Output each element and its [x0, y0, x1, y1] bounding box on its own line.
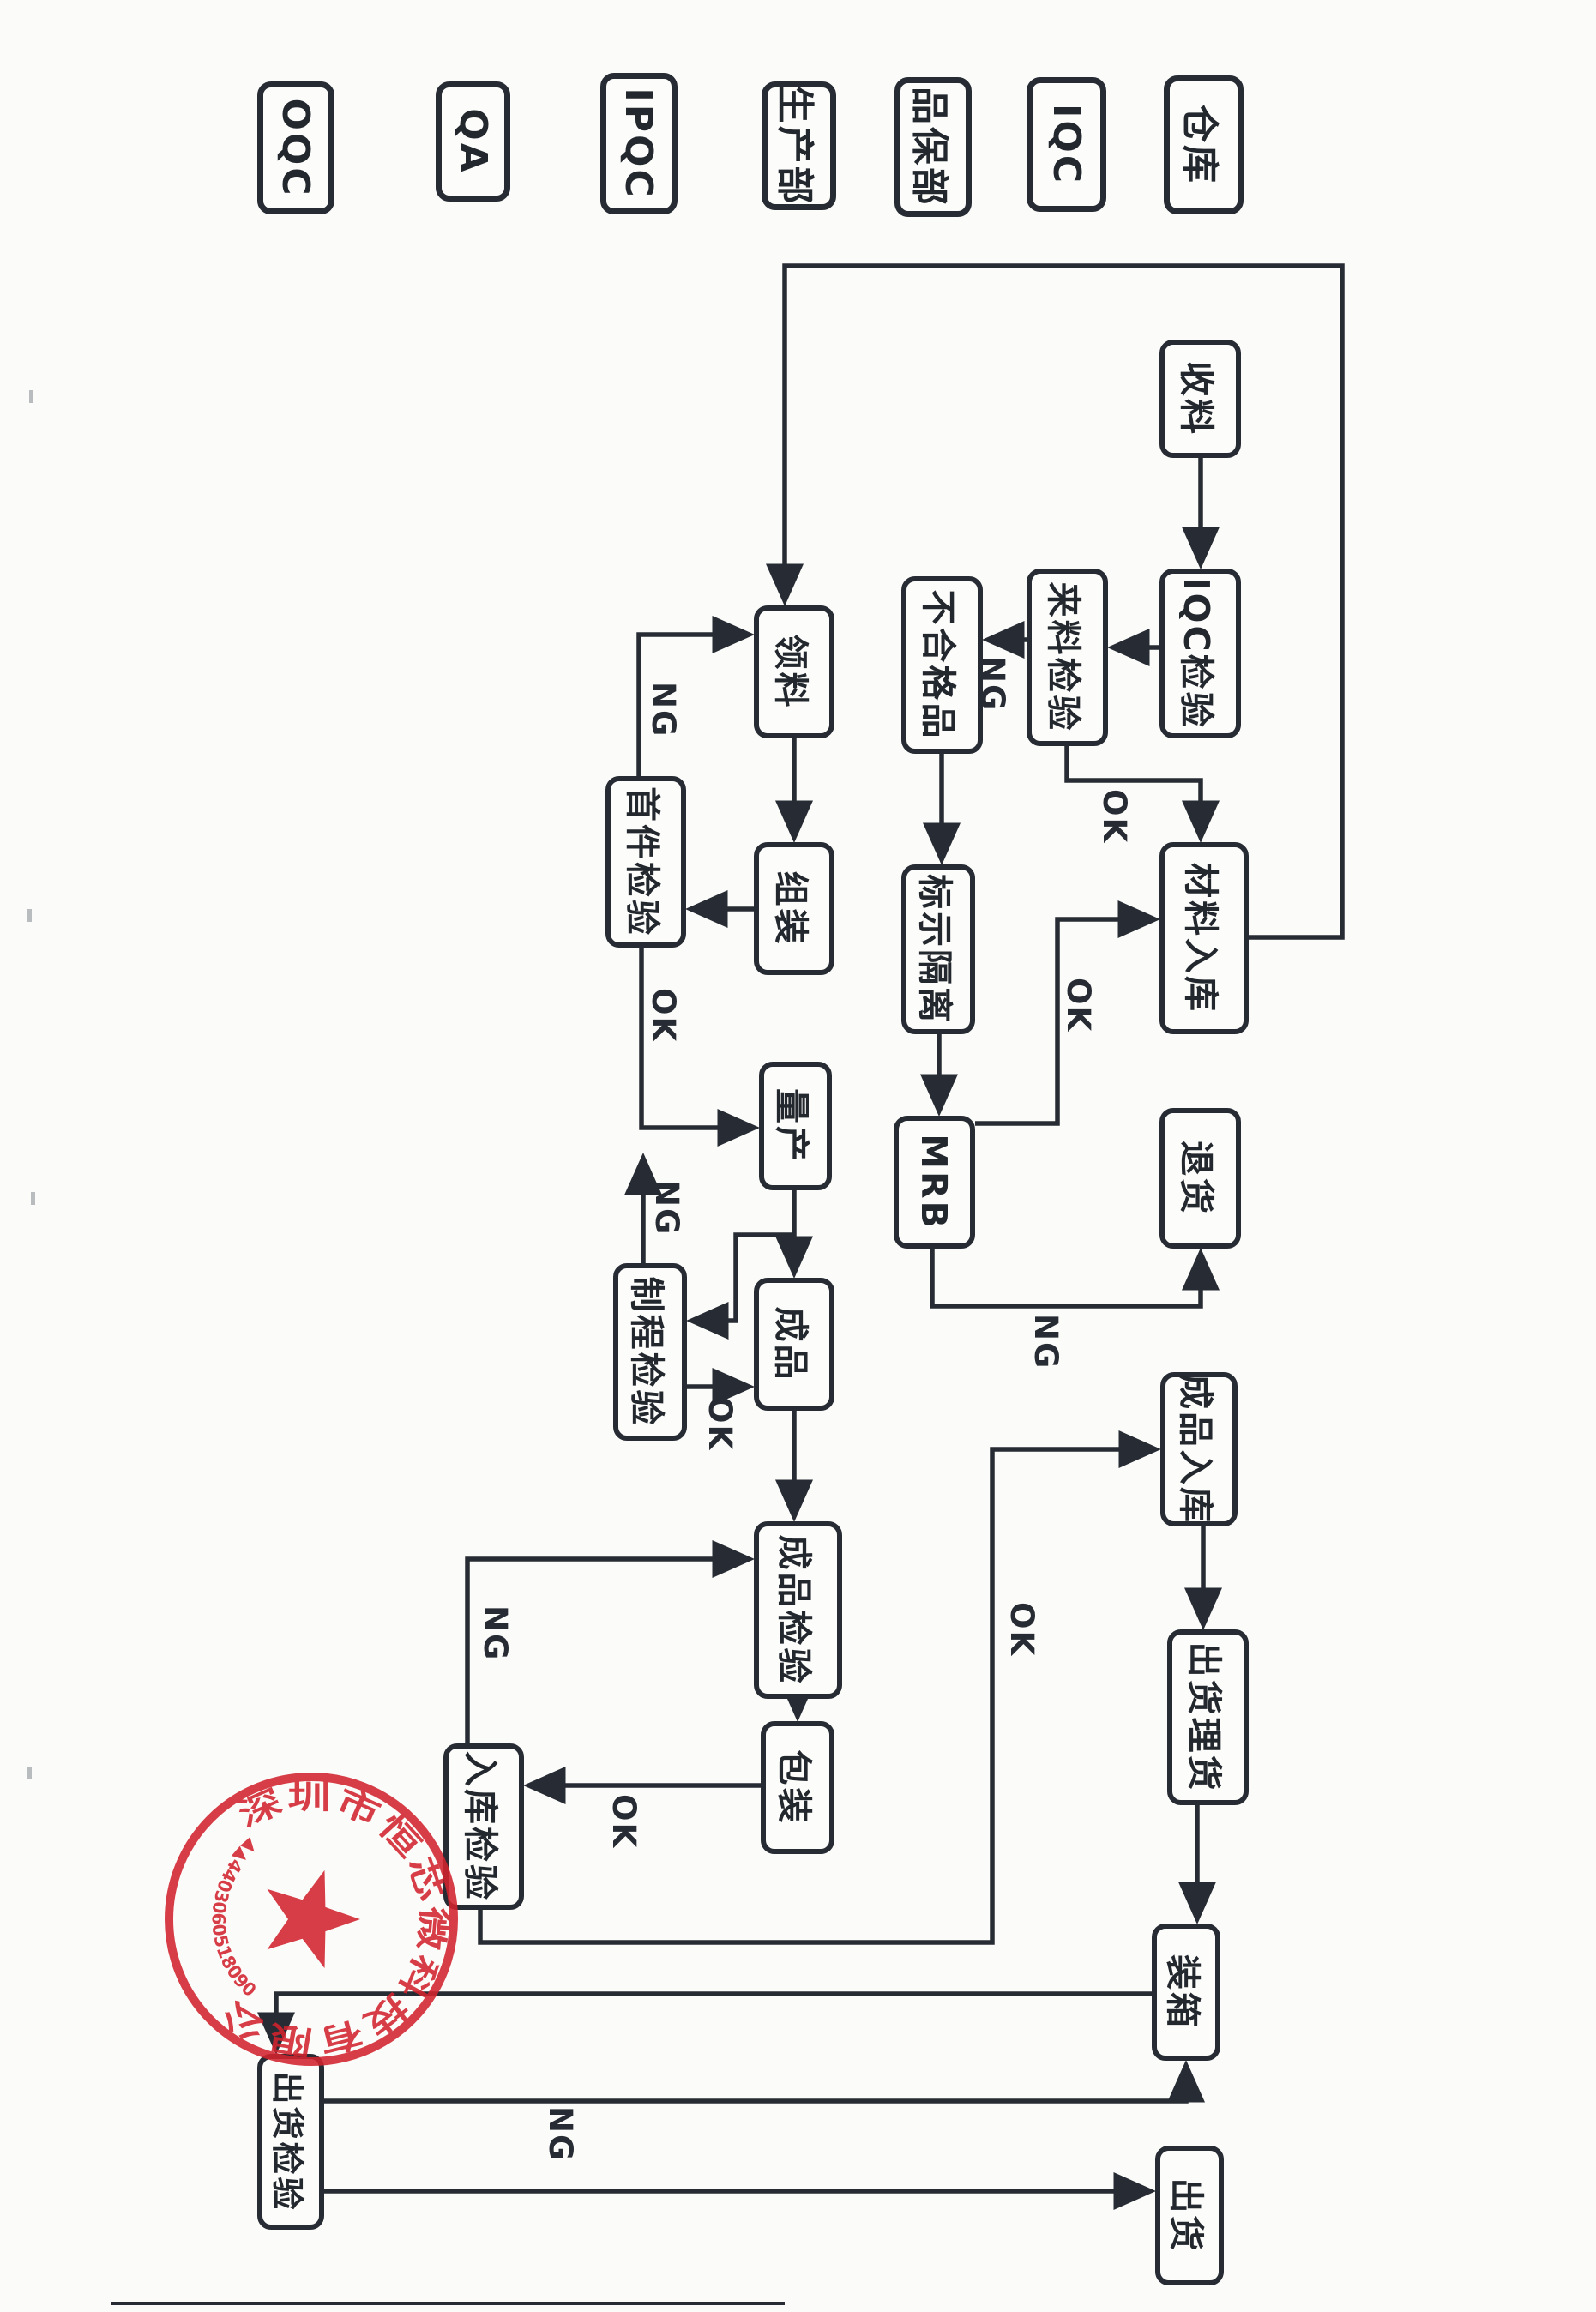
edge-label-mrb-ok: OK	[1060, 978, 1097, 1033]
seal-ring	[165, 1773, 458, 2066]
node-crating: 装箱	[1152, 1924, 1220, 2061]
lane-header-ipqc: IPQC	[600, 73, 678, 214]
edge-incoming-ok-to-material-storage	[1064, 746, 1220, 843]
edge-first-article-ng-to-pick-material	[636, 616, 755, 776]
node-assembly: 组装	[754, 842, 834, 975]
edge-label-first-article-ok: OK	[645, 988, 682, 1044]
lane-header-oqc: OQC	[257, 81, 334, 214]
node-material-storage: 材料入库	[1159, 842, 1249, 1034]
edge-mrb-ng-to-return	[930, 1248, 1220, 1309]
company-seal-stamp: 深圳市恒芯微科技有限公司 ▲▲4403060518090	[165, 1756, 474, 2066]
edge-branch-to-process-inspection	[686, 1232, 794, 1340]
edge-label-mrb-ng: NG	[1027, 1314, 1064, 1370]
star-icon	[267, 1869, 360, 1969]
edge-oqc-ng-to-crating	[324, 2060, 1205, 2104]
node-process-inspection: 制程检验	[613, 1263, 687, 1441]
edge-label-oqc-ng: NG	[542, 2106, 579, 2163]
edge-label-first-article-ng: NG	[645, 682, 682, 738]
edge-label-packing-ok: OK	[605, 1794, 642, 1850]
node-finished-product: 成品	[754, 1278, 834, 1411]
node-first-article: 首件检验	[605, 776, 686, 948]
node-mass-production: 量产	[759, 1062, 832, 1190]
edge-first-article-ok-to-mass-production	[639, 948, 760, 1147]
edge-storage-ng-to-fqc	[465, 1540, 755, 1743]
edge-label-process-ng: NG	[648, 1180, 685, 1237]
lane-header-production: 生产部	[762, 81, 836, 210]
node-receive: 收料	[1159, 340, 1241, 458]
edge-storage-ok-to-fg-storage	[478, 1430, 1161, 1945]
node-nonconforming: 不合格品	[901, 576, 983, 754]
edge-label-storage-ng: NG	[477, 1605, 514, 1662]
edge-material-storage-to-pick-material	[766, 263, 1345, 940]
lane-header-quality: 品保部	[894, 77, 972, 217]
node-shipping-prep: 出货理货	[1167, 1629, 1249, 1805]
edge-mrb-ok-to-material-storage	[975, 900, 1160, 1126]
seal-company-text: 深圳市恒芯微科技有限公司	[214, 1756, 474, 2062]
node-return-goods: 退货	[1159, 1108, 1241, 1249]
node-shipping: 出货	[1155, 2146, 1224, 2285]
node-mark-isolate: 标示隔离	[901, 864, 975, 1034]
node-fqc: 成品检验	[754, 1521, 842, 1699]
edge-crating-to-oqc-inspection	[257, 1991, 1152, 2055]
lane-header-qa: QA	[436, 81, 510, 202]
edge-label-incoming-ng: NG	[974, 656, 1011, 713]
node-fg-storage: 成品入库	[1160, 1372, 1238, 1526]
edge-label-incoming-ok: OK	[1096, 789, 1133, 845]
seal-serial-text: ▲▲4403060518090	[208, 1835, 262, 2001]
node-pick-material: 领料	[754, 605, 834, 738]
node-iqc-inspection: IQC检验	[1159, 569, 1241, 738]
edge-label-storage-ok: OK	[1003, 1602, 1040, 1658]
node-mrb: MRB	[894, 1116, 975, 1249]
node-packing: 包装	[761, 1721, 834, 1854]
lane-header-iqc: IQC	[1027, 77, 1106, 212]
lane-header-warehouse: 仓库	[1164, 75, 1244, 214]
node-incoming-inspection: 来料检验	[1027, 569, 1108, 746]
edge-label-process-ok: OK	[702, 1396, 738, 1452]
